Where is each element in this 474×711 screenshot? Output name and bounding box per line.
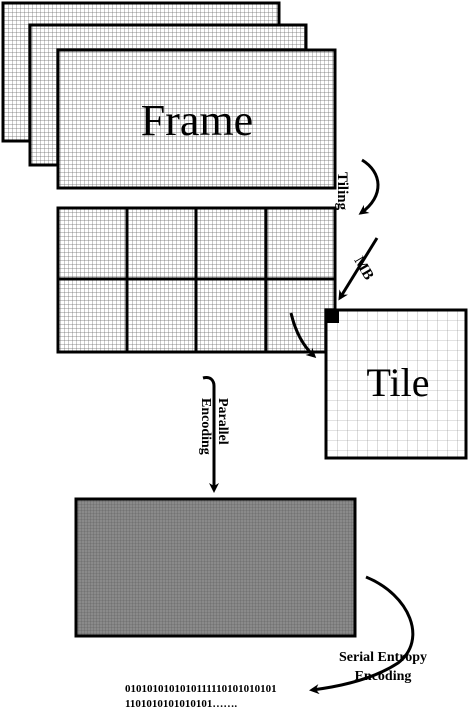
tile-arrow — [289, 312, 317, 359]
frame-front — [56, 48, 337, 190]
bitstream: 0101010101010111110101010101 11010101010… — [125, 683, 277, 710]
frame-stack: Frame — [1, 1, 337, 190]
encoding-label: Encoding — [198, 398, 213, 455]
parallel-label: Parallel — [215, 398, 230, 445]
mb-arrow: MB — [338, 237, 379, 301]
macroblock-marker — [326, 310, 339, 323]
tiling-arrow: Tiling — [334, 158, 380, 215]
encoded-frame — [74, 497, 357, 638]
bitstream-line-2: 1101010101010101……. — [125, 698, 237, 710]
encoded-block — [74, 497, 357, 638]
bitstream-line-1: 0101010101010111110101010101 — [125, 683, 277, 695]
frame-label: Frame — [141, 96, 253, 145]
tiling-label: Tiling — [334, 172, 350, 211]
tile-grid — [324, 308, 468, 460]
mb-label: MB — [351, 254, 377, 283]
serial-entropy-label: Serial Entropy — [339, 650, 427, 665]
parallel-encoding-arrow: Parallel Encoding — [198, 376, 230, 493]
tile-detail: Tile — [324, 308, 468, 460]
tiled-frame — [56, 206, 337, 354]
serial-encoding-label: Encoding — [355, 669, 412, 684]
tile-label: Tile — [366, 360, 429, 405]
serial-entropy-arrow: Serial Entropy Encoding — [309, 575, 427, 695]
